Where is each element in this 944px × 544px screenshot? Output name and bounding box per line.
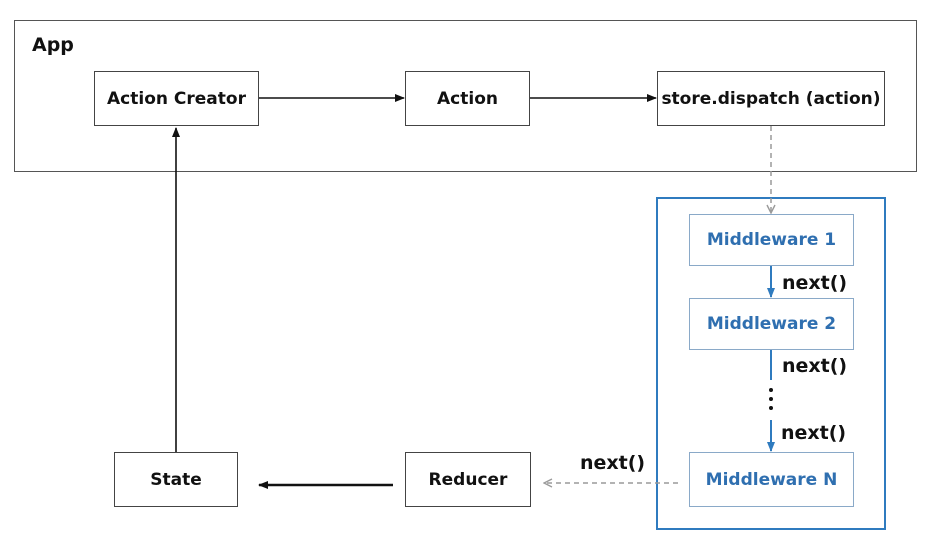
middleware-2-node: Middleware 2 (689, 298, 854, 350)
ellipsis-icon (768, 388, 774, 414)
middleware-1-node: Middleware 1 (689, 214, 854, 266)
middleware-n-node: Middleware N (689, 452, 854, 507)
action-creator-node: Action Creator (94, 71, 259, 126)
reducer-node: Reducer (405, 452, 531, 507)
next-label-4: next() (580, 452, 646, 474)
state-node: State (114, 452, 238, 507)
next-label-2: next() (782, 355, 848, 377)
dispatch-node: store.dispatch (action) (657, 71, 885, 126)
app-label: App (32, 34, 74, 56)
next-label-3: next() (781, 422, 847, 444)
action-node: Action (405, 71, 530, 126)
next-label-1: next() (782, 272, 848, 294)
